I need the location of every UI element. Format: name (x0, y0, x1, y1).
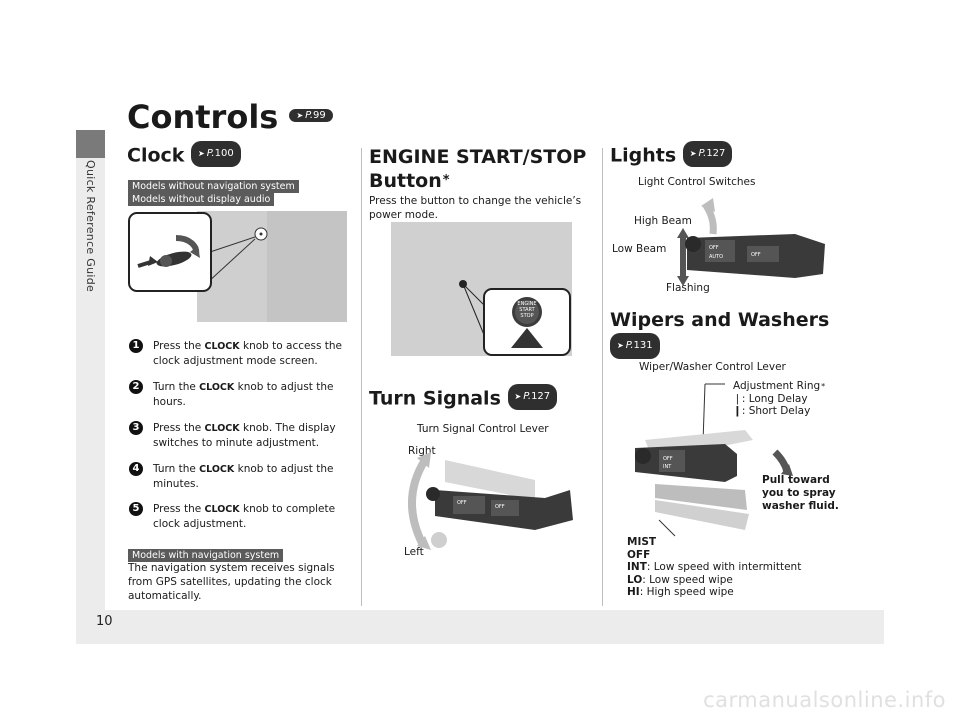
step-text: Press the CLOCK knob. The display switch… (153, 422, 336, 449)
controls-page-ref[interactable]: ➤P.99 (289, 108, 333, 122)
step-text: Turn the CLOCK knob to adjust the hours. (153, 381, 334, 408)
step-number: 4 (129, 462, 143, 476)
clock-photo-art (197, 211, 347, 322)
arrow-right-icon: ➤ (296, 110, 304, 120)
wiper-mode-lo: LO: Low speed wipe (627, 573, 733, 586)
step-number: 2 (129, 380, 143, 394)
step-text: Press the CLOCK knob to complete clock a… (153, 503, 336, 530)
adjustment-ring-label: Adjustment Ring* (733, 380, 826, 392)
svg-text:OFF: OFF (495, 504, 505, 510)
side-tab (76, 130, 105, 158)
column-divider-1 (361, 148, 362, 606)
clock-knob-inset (128, 212, 212, 292)
arrow-right-icon: ➤ (617, 341, 624, 350)
arrow-right-icon: ➤ (689, 149, 697, 158)
step-text: Press the CLOCK knob to access the clock… (153, 340, 342, 367)
column-divider-2 (602, 148, 603, 606)
light-switches-label: Light Control Switches (638, 176, 756, 188)
wipers-page-ref[interactable]: ➤P.131 (610, 333, 660, 359)
low-beam-label: Low Beam (612, 243, 667, 255)
wiper-modes-list: MIST OFF INT: Low speed with intermitten… (627, 536, 801, 599)
step-number: 5 (129, 502, 143, 516)
watermark: carmanualsonline.info (703, 688, 946, 712)
model-tag-no-nav: Models without navigation system (128, 180, 299, 193)
clock-page-ref[interactable]: ➤P.100 (191, 141, 241, 167)
step-number: 1 (129, 339, 143, 353)
model-tag-no-audio: Models without display audio (128, 193, 275, 206)
page-number: 10 (96, 614, 113, 629)
wipers-section-title: Wipers and Washers ➤P.131 (610, 308, 829, 361)
turn-lever-label: Turn Signal Control Lever (417, 423, 549, 435)
wiper-lever-illustration: OFF INT (635, 383, 793, 537)
clock-knob-icon (137, 234, 200, 268)
push-button-icon (511, 297, 543, 348)
wiper-mode-mist: MIST (627, 536, 657, 548)
side-label: Quick Reference Guide (84, 160, 97, 293)
long-delay-label: ❘: Long Delay (733, 393, 808, 405)
engine-section-title: ENGINE START/STOP Button* (369, 146, 587, 192)
clock-section-title: Clock ➤P.100 (127, 141, 241, 169)
step-text: Turn the CLOCK knob to adjust the minute… (153, 463, 334, 490)
wiper-mode-off: OFF (627, 548, 651, 561)
model-tag-nav: Models with navigation system (128, 549, 284, 562)
turn-section-title: Turn Signals ➤P.127 (369, 384, 558, 412)
flashing-label: Flashing (666, 282, 710, 294)
wiper-lever-label: Wiper/Washer Control Lever (639, 361, 786, 373)
light-control-lever-illustration: OFF AUTO OFF (677, 198, 825, 286)
svg-text:OFF: OFF (709, 245, 719, 251)
svg-text:AUTO: AUTO (709, 254, 723, 260)
page-title-text: Controls (127, 98, 279, 136)
svg-text:OFF: OFF (457, 500, 467, 506)
lights-section-title: Lights ➤P.127 (610, 141, 733, 169)
turn-signal-lever-illustration: OFF OFF (408, 452, 573, 550)
engine-description: Press the button to change the vehicle’s… (369, 195, 582, 221)
long-delay-icon: ❘ (733, 393, 742, 405)
wiper-mode-int: INT: Low speed with intermittent (627, 561, 802, 573)
nav-gps-text: The navigation system receives signals f… (128, 562, 335, 602)
step-number: 3 (129, 421, 143, 435)
arrow-right-icon: ➤ (198, 149, 205, 158)
lights-page-ref[interactable]: ➤P.127 (682, 141, 733, 167)
svg-text:INT: INT (663, 464, 672, 470)
wiper-mode-hi: HI: High speed wipe (627, 586, 734, 598)
svg-text:OFF: OFF (663, 456, 673, 462)
high-beam-label: High Beam (634, 215, 692, 227)
short-delay-label: ❙: Short Delay (733, 405, 811, 417)
turn-page-ref[interactable]: ➤P.127 (507, 384, 558, 410)
arrow-right-icon: ➤ (514, 392, 522, 401)
short-delay-icon: ❙ (733, 405, 742, 417)
svg-text:OFF: OFF (751, 252, 761, 258)
clock-dashboard-photo (197, 211, 347, 322)
turn-left-label: Left (404, 546, 424, 558)
page-title: Controls ➤P.99 (127, 98, 333, 136)
